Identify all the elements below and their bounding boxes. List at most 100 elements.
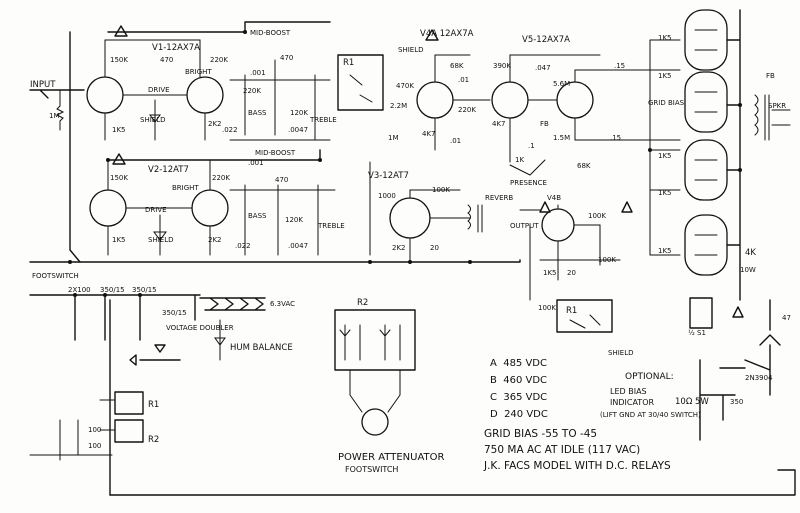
v4a-wiring [434, 54, 491, 151]
c-001-top-label: .001 [250, 69, 266, 77]
heater-label: 6.3VAC [270, 300, 295, 308]
tone-stack-2 [229, 184, 336, 256]
legend-sym-b: B [490, 375, 497, 386]
legend-sym-d: D [490, 409, 498, 420]
power-tube-2 [684, 71, 728, 133]
v2b-tube [191, 189, 229, 227]
hum-balance-pot [214, 319, 226, 361]
output-label: OUTPUT [510, 222, 539, 230]
c-350-label: 350 [730, 398, 743, 406]
r-390k-label: 390K [493, 62, 511, 70]
c-0047a-label: .0047 [288, 126, 308, 134]
voltage-doubler-label: VOLTAGE DOUBLER [166, 324, 234, 332]
fb2-label: FB [766, 72, 775, 80]
hum-balance-label: HUM BALANCE [230, 343, 293, 353]
r-470k-v4-label: 470K [396, 82, 414, 90]
power-tube-1 [684, 9, 728, 71]
reverb-transformer [467, 204, 483, 233]
r-15m-label: 1.5M [553, 134, 570, 142]
c-15a-label: .15 [614, 62, 625, 70]
input-label: INPUT [30, 80, 56, 90]
led-bias-label: LED BIAS [610, 387, 647, 396]
footswitch-label: FOOTSWITCH [32, 272, 79, 280]
r-4k7-v4-label: 4K7 [422, 130, 436, 138]
c-350-15a-label: 350/15 [100, 286, 125, 294]
c-001-mid-label: .001 [248, 159, 264, 167]
marker-c-1 [539, 201, 551, 213]
legend-text-b: 460 VDC [503, 375, 548, 386]
legend-sym-c: C [490, 392, 497, 403]
v4b-tube [541, 208, 575, 242]
r2-top-label: R2 [357, 298, 368, 308]
shield-mid-label: SHIELD [608, 349, 633, 357]
c-022a-label: .022 [222, 126, 238, 134]
r-1k5-gb4-label: 1K5 [658, 189, 672, 197]
bottom-return [109, 469, 796, 496]
relay-r1-mid [556, 299, 613, 333]
mid-boost-1-label: MID-BOOST [250, 29, 291, 37]
reverb-label: REVERB [485, 194, 513, 202]
grid-bias-label: GRID BIAS [648, 99, 685, 107]
output-transformer [754, 94, 791, 141]
r-470-v1-label: 470 [160, 56, 173, 64]
shield-3-label: SHIELD [398, 46, 423, 54]
marker-a-1 [114, 25, 128, 37]
v1-label: V1-12AX7A [152, 43, 200, 53]
r-1k5-gb2-label: 1K5 [658, 72, 672, 80]
r-2k2-v3-label: 2K2 [392, 244, 406, 252]
half-s1-label: ½ S1 [688, 329, 706, 337]
c-20-out-label: 20 [567, 269, 576, 277]
r-68k-v4-label: 68K [450, 62, 464, 70]
indicator-label: INDICATOR [610, 398, 655, 407]
half-s1-switch [689, 297, 713, 329]
r1-top-label: R1 [343, 58, 354, 68]
legend-text-c: 365 VDC [503, 392, 548, 403]
v4b-wiring [519, 204, 621, 301]
c-350-15b-label: 350/15 [132, 286, 157, 294]
r-1k5-out-label: 1K5 [543, 269, 557, 277]
r-1k5-v1-label: 1K5 [112, 126, 126, 134]
r-68k-v5-label: 68K [577, 162, 591, 170]
r-1k5-gb1-label: 1K5 [658, 34, 672, 42]
optional-label: OPTIONAL: [625, 372, 674, 382]
v5-wiring [509, 54, 641, 176]
drive-1-label: DRIVE [148, 86, 170, 94]
v2-label: V2-12AT7 [148, 165, 189, 175]
r1-bottom-label: R1 [148, 400, 159, 410]
legend-row-b: B 460 VDC [490, 375, 547, 387]
note-grid-bias: GRID BIAS -55 TO -45 [484, 428, 598, 440]
led-note: (LIFT GND AT 30/40 SWITCH) [600, 411, 701, 419]
r-2k2-v1-label: 2K2 [208, 120, 222, 128]
bright-1-label: BRIGHT [185, 68, 212, 76]
input-jack [29, 89, 85, 99]
r-4k-label: 4K [745, 248, 756, 258]
treble-1-label: TREBLE [309, 116, 337, 124]
r-1000-label: 1000 [378, 192, 396, 200]
main-bus-top [107, 21, 331, 33]
v2a-tube [89, 189, 127, 227]
r-100b-label: 100 [88, 442, 101, 450]
input-resistor [55, 89, 65, 131]
heater-coil [199, 297, 266, 311]
treble-2-label: TREBLE [317, 222, 345, 230]
note-idle-current: 750 MA AC AT IDLE (117 VAC) [484, 444, 641, 456]
r-1k5-gb3-label: 1K5 [658, 152, 672, 160]
presence-label: PRESENCE [510, 179, 547, 187]
c-350-15c-label: 350/15 [162, 309, 187, 317]
r-220k-v1-label: 220K [210, 56, 228, 64]
c-15b-label: .15 [610, 134, 621, 142]
bright-2-label: BRIGHT [172, 184, 199, 192]
power-rail-dc [29, 294, 201, 341]
r-100k-out-label: 100K [588, 212, 606, 220]
relay-r1-top [337, 54, 384, 111]
junction-dots [68, 30, 742, 297]
c-1-pres-label: .1 [528, 142, 535, 150]
power-tube-3 [684, 139, 728, 201]
attenuator-title: POWER ATTENUATOR [338, 452, 445, 463]
marker-a-2 [732, 306, 744, 318]
relay-r2-top [334, 309, 416, 371]
r-100k-gnd-label: 100K [538, 304, 556, 312]
r-100-label: 100 [88, 426, 101, 434]
v2-drive-pot [153, 214, 167, 256]
